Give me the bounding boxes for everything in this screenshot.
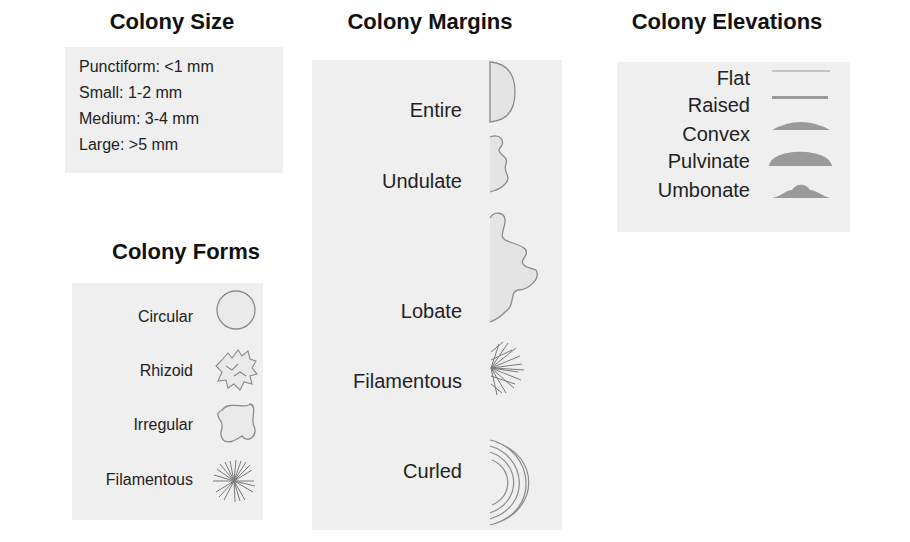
item-label: Raised bbox=[688, 93, 750, 117]
item-label: Umbonate bbox=[658, 178, 750, 202]
item-label: Entire bbox=[410, 98, 462, 122]
panel-ground bbox=[65, 47, 283, 173]
circular-form bbox=[217, 291, 255, 329]
convex-elevation bbox=[772, 122, 830, 130]
umbonate-elevation bbox=[772, 185, 830, 198]
item-label: Pulvinate bbox=[668, 149, 750, 173]
filamentous-form bbox=[213, 460, 255, 502]
item-label: Filamentous bbox=[106, 470, 193, 489]
rhizoid-form bbox=[216, 350, 257, 390]
panel-heading: Colony Margins bbox=[347, 9, 512, 35]
curled-margin bbox=[490, 440, 529, 525]
category-panel: Colony SizePunctiform: <1 mmSmall: 1-2 m… bbox=[65, 47, 283, 173]
item-label: Lobate bbox=[401, 299, 462, 323]
item-label: Irregular bbox=[133, 415, 193, 434]
pulvinate-elevation bbox=[769, 152, 832, 166]
irregular-form bbox=[218, 404, 255, 442]
panel-heading: Colony Forms bbox=[112, 239, 260, 265]
item-label: Medium: 3-4 mm bbox=[79, 109, 199, 128]
category-panel: Colony FormsCircularRhizoidIrregularFila… bbox=[72, 283, 263, 520]
item-label: Rhizoid bbox=[140, 361, 193, 380]
raised-elevation bbox=[772, 96, 828, 99]
item-label: Small: 1-2 mm bbox=[79, 83, 182, 102]
lobate-margin bbox=[490, 213, 537, 322]
item-label: Curled bbox=[403, 459, 462, 483]
item-label: Large: >5 mm bbox=[79, 135, 178, 154]
entire-margin bbox=[490, 62, 515, 122]
item-label: Undulate bbox=[382, 169, 462, 193]
item-label: Filamentous bbox=[353, 369, 462, 393]
flat-elevation bbox=[772, 70, 830, 71]
undulate-margin bbox=[490, 136, 508, 192]
panel-ground bbox=[617, 62, 850, 232]
item-label: Punctiform: <1 mm bbox=[79, 57, 214, 76]
panel-ground bbox=[312, 60, 562, 530]
panel-heading: Colony Elevations bbox=[632, 9, 823, 35]
panel-heading: Colony Size bbox=[110, 9, 235, 35]
panel-ground bbox=[72, 283, 263, 520]
category-panel: Colony MarginsEntireUndulateLobateFilame… bbox=[312, 60, 562, 530]
item-label: Flat bbox=[717, 66, 750, 90]
item-label: Circular bbox=[138, 307, 193, 326]
item-label: Convex bbox=[682, 122, 750, 146]
filamentous-margin bbox=[491, 342, 524, 395]
category-panel: Colony ElevationsFlatRaisedConvexPulvina… bbox=[617, 62, 850, 232]
